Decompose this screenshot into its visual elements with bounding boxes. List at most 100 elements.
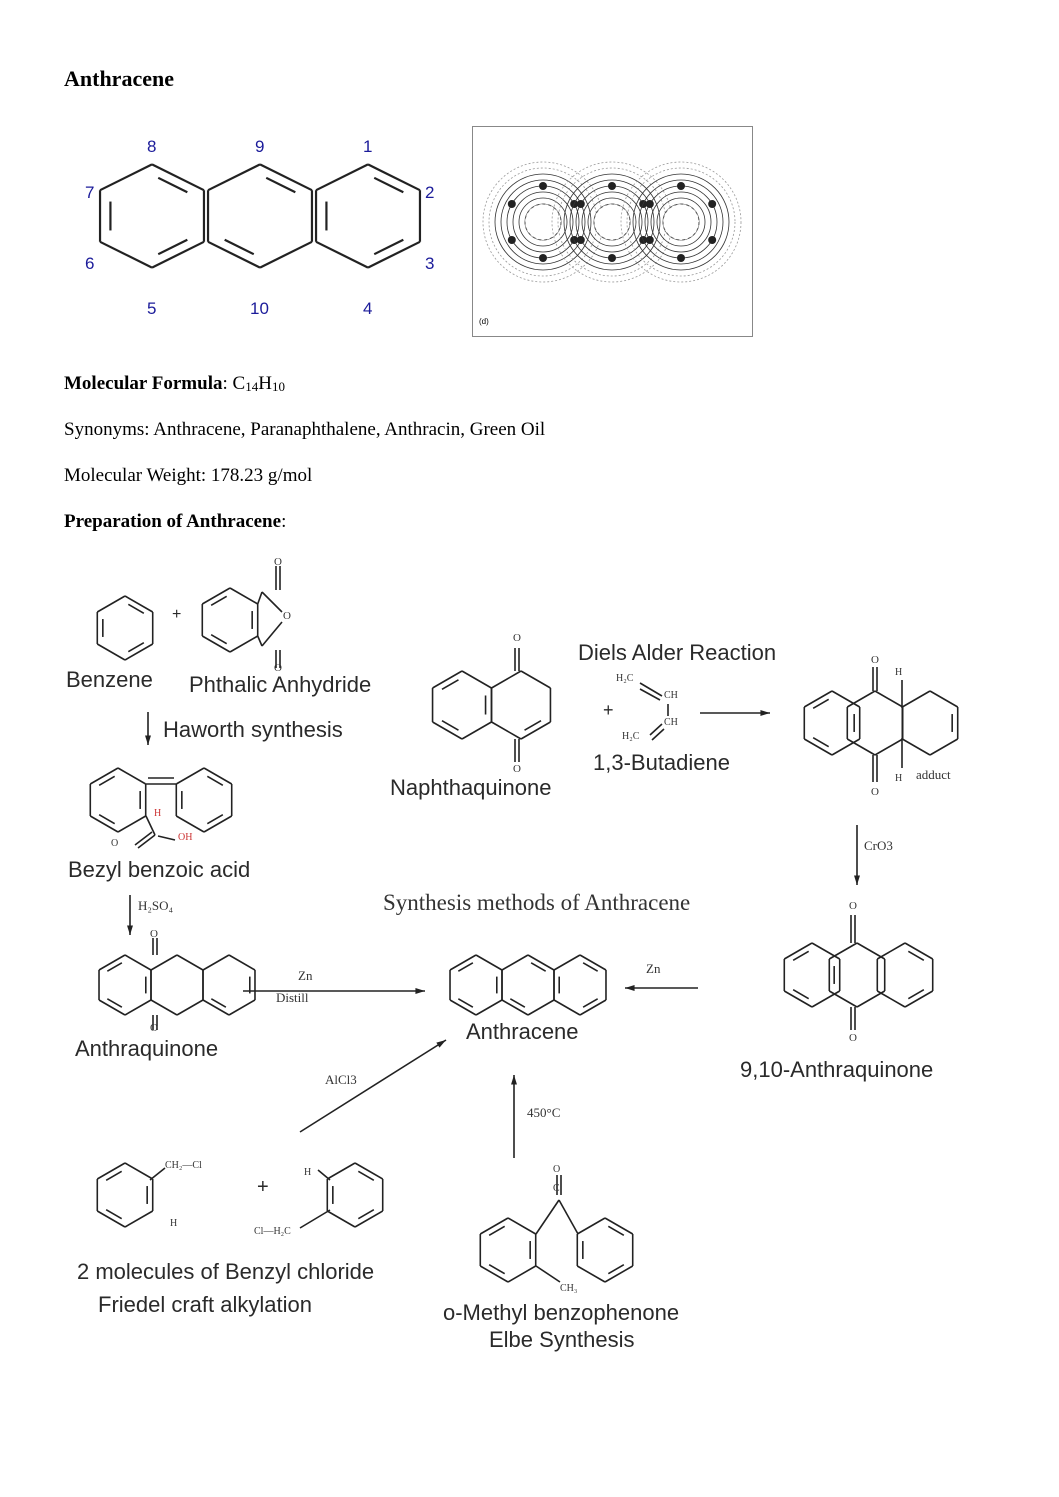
bond-line (256, 591, 263, 605)
bond-line (828, 990, 858, 1008)
anthraquinone-label: Anthraquinone (75, 1036, 219, 1061)
cro3-label: CrO3 (864, 838, 893, 853)
density-contour (620, 161, 742, 283)
density-contour (563, 173, 661, 271)
bond-line (137, 834, 156, 849)
bond-line (457, 998, 474, 1008)
atom-number: 10 (250, 299, 269, 318)
bond-line (475, 999, 503, 1016)
bond-line (96, 643, 126, 661)
bond-line (432, 670, 463, 689)
bond-line (901, 738, 931, 756)
bond-line (907, 950, 925, 961)
plus-sign: + (257, 1176, 269, 1198)
bond-line (124, 1162, 154, 1180)
bond-line (150, 999, 178, 1016)
bond-line (449, 999, 477, 1016)
benzene-label: Benzene (66, 667, 153, 692)
bond-line (259, 240, 313, 269)
bond-line (89, 815, 119, 833)
plus-sign: + (172, 606, 182, 623)
bond-line (117, 815, 147, 833)
atom-number: 6 (85, 254, 95, 273)
friedel-crafts-label: Friedel craft alkylation (98, 1292, 312, 1317)
atom-number: 7 (85, 183, 95, 202)
atom-number: 2 (425, 183, 435, 202)
atom-o: O (513, 632, 521, 644)
atom-ch2cl: CH₂—Cl (165, 1160, 202, 1171)
preparation-heading: Preparation of Anthracene: (64, 511, 286, 533)
bond-line (607, 1225, 625, 1236)
bond-line (535, 1265, 561, 1283)
bond-line (907, 989, 925, 1000)
atom-number: 5 (147, 299, 157, 318)
bond-line (229, 635, 259, 653)
atom-o: O (513, 763, 521, 775)
atom-number: 3 (425, 254, 435, 273)
bond-line (874, 738, 904, 756)
atom-dot (677, 254, 685, 262)
bond-line (124, 595, 154, 613)
haworth-label: Haworth synthesis (163, 717, 343, 742)
bond-line (105, 1170, 123, 1181)
bond-line (461, 670, 492, 689)
bond-line (831, 738, 861, 756)
density-contour (518, 197, 568, 247)
bond-line (145, 815, 156, 836)
bond-line (457, 962, 474, 972)
arrow-head (760, 710, 770, 716)
bond-line (479, 1217, 509, 1235)
atom-dot (645, 200, 654, 208)
bond-line (576, 1265, 606, 1283)
bond-line (157, 176, 188, 194)
atom-h: H (895, 667, 903, 678)
scheme-title: Synthesis methods of Anthracene (383, 890, 691, 915)
molecular-formula: Molecular Formula: C14H10 (64, 373, 285, 395)
formula-c: C (232, 373, 246, 394)
bond-line (373, 238, 404, 256)
bond-line (124, 643, 154, 661)
bond-line (831, 690, 861, 708)
ring-center (524, 203, 562, 241)
density-contour (494, 173, 592, 271)
formula-sep: : (222, 373, 233, 394)
bond-line (326, 1162, 356, 1180)
bond-line (651, 728, 665, 741)
bond-line (811, 942, 841, 960)
temperature-label: 450°C (527, 1105, 561, 1120)
bond-line (98, 814, 116, 825)
formula-label: Molecular Formula (64, 373, 223, 394)
formula-c-count: 14 (245, 379, 259, 394)
butadiene-label: 1,3-Butadiene (593, 750, 730, 775)
bond-line (501, 999, 529, 1016)
atom-h: H (154, 808, 162, 819)
atom-o: O (553, 1164, 561, 1175)
electron-density-figure: (d) (472, 126, 753, 337)
atom-dot (708, 200, 717, 208)
bond-line (846, 690, 876, 708)
bond-line (874, 690, 904, 708)
atom-h2c: H₂C (622, 731, 640, 742)
figure-label: (d) (479, 317, 489, 326)
bond-line (96, 1162, 126, 1180)
bond-line (210, 634, 228, 645)
atom-number: 8 (147, 137, 157, 156)
atom-o: O (274, 662, 282, 674)
bond-line (479, 1265, 509, 1283)
bond-line (876, 990, 906, 1008)
atom-o: O (871, 654, 879, 666)
atom-o: O (150, 1022, 158, 1034)
atom-h: H (170, 1218, 178, 1229)
bond-line (124, 1210, 154, 1228)
bond-line (535, 1199, 560, 1235)
bond-line (367, 240, 421, 269)
bond-line (124, 999, 152, 1016)
bezyl-benzoic-acid-label: Bezyl benzoic acid (68, 857, 251, 882)
bond-line (501, 954, 529, 971)
electron-density-map (482, 161, 742, 283)
bond-line (99, 240, 153, 269)
bond-line (507, 1217, 537, 1235)
ring-center (662, 203, 700, 241)
formula-h: H (258, 373, 272, 394)
bond-line (828, 942, 858, 960)
